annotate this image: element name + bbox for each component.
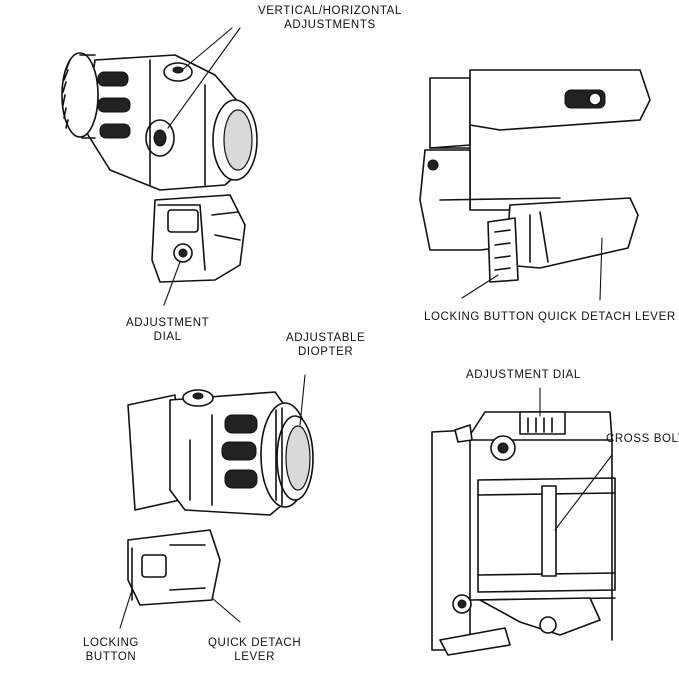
label-locking-text: Locking button	[424, 311, 535, 323]
label-quick-detach-lever-top: Quick detach lever	[538, 310, 676, 324]
label-adjustment-dial-bottom: Adjustment dial	[466, 368, 581, 382]
label-adjustment-dial-top: Adjustment dial	[126, 316, 209, 344]
label-locking-bl-line2: button	[85, 651, 137, 663]
label-vertical-horizontal-adjustments: Vertical/horizontal adjustments	[258, 4, 402, 32]
top-left-magnifier-illustration	[61, 52, 258, 283]
label-diopter-line2: Diopter	[297, 346, 354, 358]
dial-leader	[163, 261, 181, 306]
lever-leader-tr	[599, 237, 603, 301]
label-adjustments-line2: adjustments	[284, 19, 376, 31]
label-diopter-line1: Adjustable	[286, 332, 366, 344]
label-dial-bottom-text: Adjustment dial	[466, 369, 581, 381]
label-adjustments-line1: Vertical/horizontal	[258, 5, 402, 17]
label-locking-bl-line1: Locking	[83, 637, 139, 649]
bottom-left-magnifier-illustration	[127, 389, 314, 606]
label-quick-detach-lever-bottom: Quick detach lever	[208, 636, 301, 664]
label-lever-text: Quick detach lever	[538, 311, 676, 323]
label-cross-bolt: Cross Bolt	[606, 432, 679, 446]
label-dial-line2: dial	[153, 331, 182, 343]
crossbolt-leader	[554, 454, 613, 531]
locking-leader-bl	[119, 589, 133, 629]
adjustments-leader-1	[181, 27, 233, 71]
label-dial-line1: Adjustment	[126, 317, 210, 329]
label-locking-button-top: Locking button	[424, 310, 534, 324]
label-adjustable-diopter: Adjustable Diopter	[286, 331, 365, 359]
bottom-right-crossbolt-illustration	[431, 411, 616, 656]
label-locking-button-bottom: Locking button	[83, 636, 139, 664]
lever-leader-bl	[211, 597, 241, 623]
label-crossbolt-text: Cross Bolt	[606, 433, 679, 445]
locking-leader-tr	[461, 274, 499, 299]
top-right-lever-illustration	[419, 69, 651, 283]
diopter-leader	[299, 374, 306, 426]
label-lever-bl-line2: lever	[234, 651, 275, 663]
adjustments-leader-2	[167, 27, 241, 129]
label-lever-bl-line1: Quick detach	[208, 637, 302, 649]
